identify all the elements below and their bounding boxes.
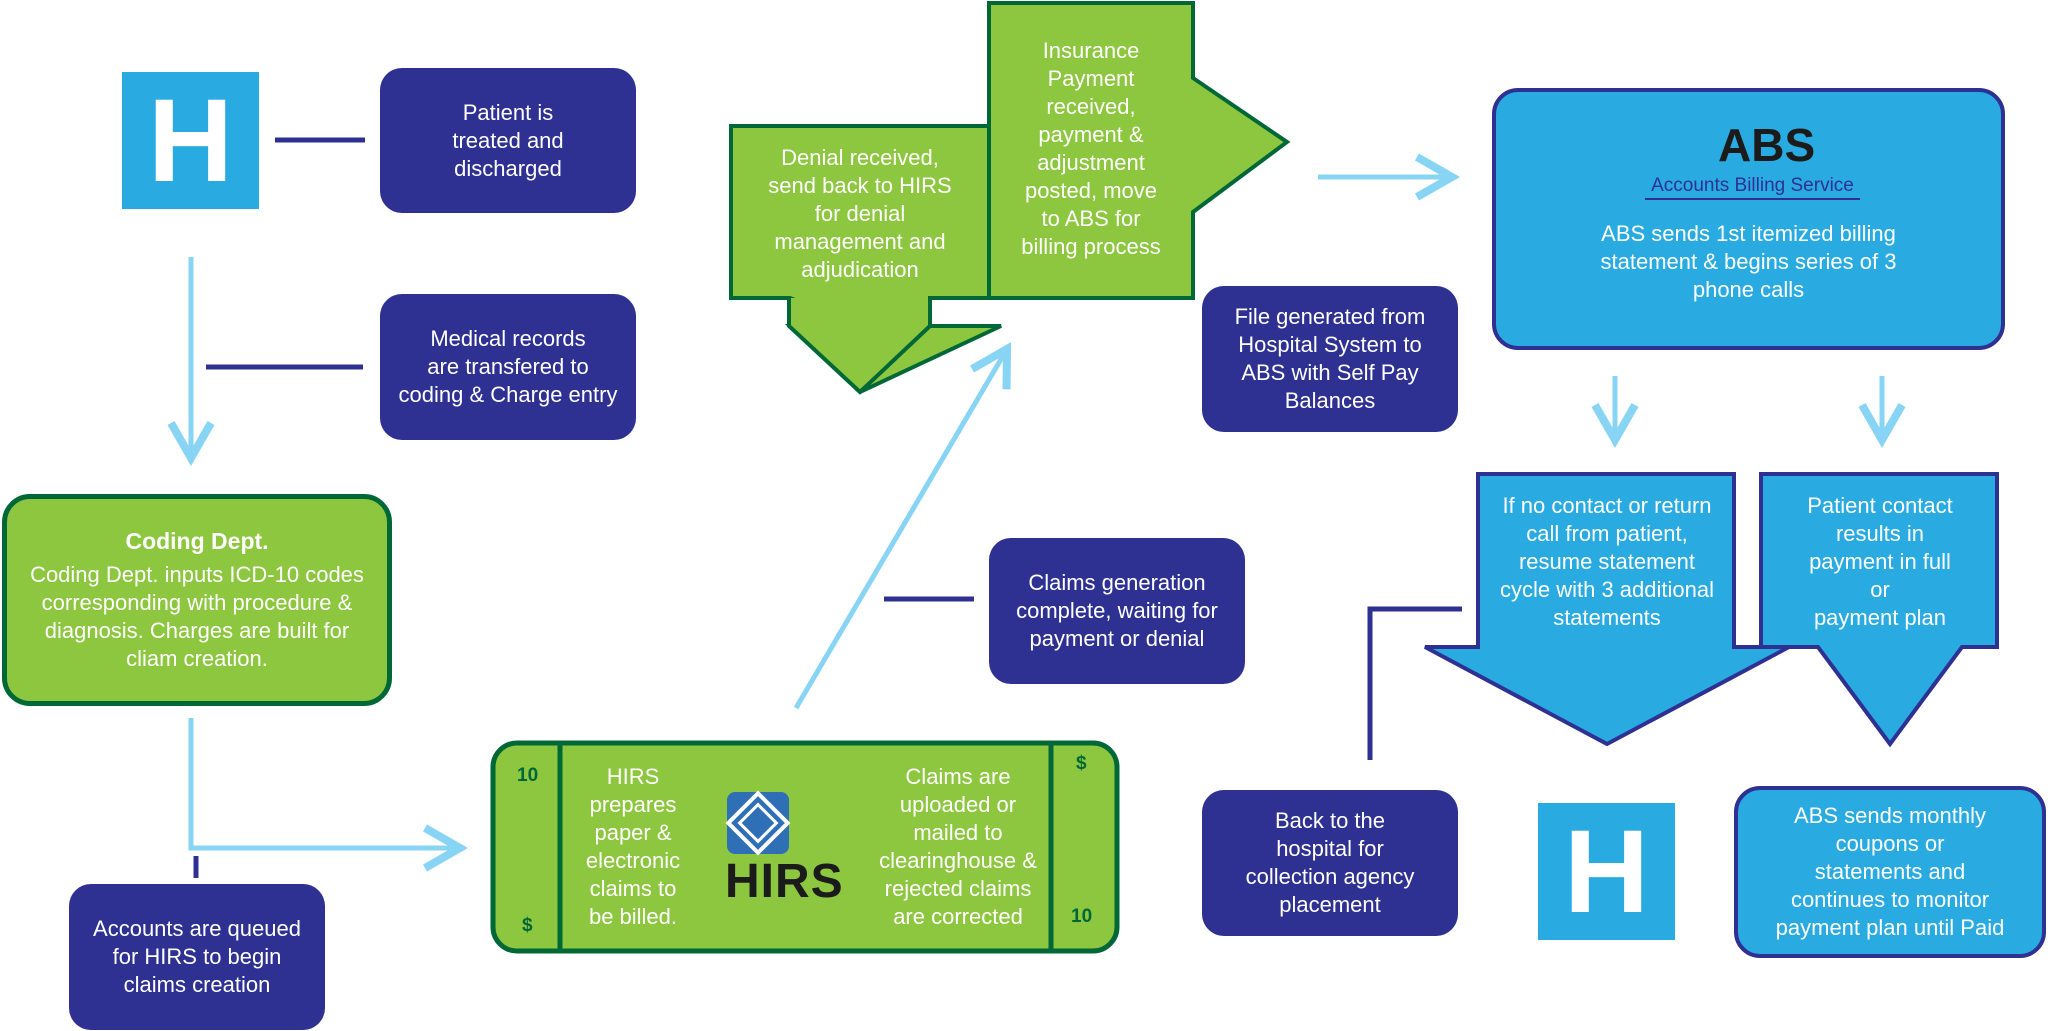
coding-dept-title: Coding Dept. [125, 528, 269, 554]
denial-arrow-head [788, 298, 931, 392]
bill-corner-bottom-right: 10 [1071, 906, 1093, 927]
arrow-coding-to-hirs [188, 718, 469, 872]
accounts-queued-box: Accounts are queued for HIRS to begin cl… [69, 884, 325, 1030]
insurance-arrow-shape [987, 1, 1291, 300]
file-generated-box: File generated from Hospital System to A… [1202, 286, 1458, 432]
arrow-hirs-to-insurance [793, 342, 1012, 710]
coding-dept-box: Coding Dept. Coding Dept. inputs ICD-10 … [2, 494, 392, 706]
patient-contact-text: Patient contact results in payment in fu… [1807, 493, 1953, 630]
hirs-diamond-icon [725, 790, 791, 856]
hirs-logo-text: HIRS [725, 855, 844, 908]
coding-dept-text: Coding Dept. inputs ICD-10 codes corresp… [30, 562, 364, 671]
claims-generation-box: Claims generation complete, waiting for … [989, 538, 1245, 684]
insurance-payment-text: Insurance Payment received, payment & ad… [1021, 38, 1161, 259]
abs-monthly-box: ABS sends monthly coupons or statements … [1734, 786, 2046, 958]
hirs-bill-shape [490, 740, 1120, 954]
hirs-prepares-text: HIRS prepares paper & electronic claims … [585, 764, 681, 929]
patient-contact-arrow-shape [1759, 472, 1999, 748]
abs-statement-text: ABS sends 1st itemized billing statement… [1600, 221, 1897, 302]
no-contact-text: If no contact or return call from patien… [1499, 493, 1714, 630]
bill-corner-top-left: 10 [517, 765, 539, 786]
connector-back-to-hospital [1367, 606, 1462, 760]
hospital-icon-collection: H [1538, 803, 1675, 940]
abs-logo-tagline: Accounts Billing Service [1645, 176, 1860, 200]
denial-received-text: Denial received, send back to HIRS for d… [768, 145, 952, 282]
abs-logo-text: ABS [1718, 119, 1816, 171]
claims-uploaded-text: Claims are uploaded or mailed to clearin… [879, 764, 1037, 929]
back-to-hospital-box: Back to the hospital for collection agen… [1202, 790, 1458, 936]
hospital-icon: H [122, 72, 259, 209]
bill-corner-bottom-left: $ [522, 915, 533, 936]
medical-records-box: Medical records are transfered to coding… [380, 294, 636, 440]
patient-treated-box: Patient is treated and discharged [380, 68, 636, 213]
abs-logo: ABS Accounts Billing Service [1640, 104, 1860, 210]
hospital-letter: H [1563, 805, 1650, 938]
abs-box: ABS sends 1st itemized billing statement… [1492, 88, 2005, 350]
bill-corner-top-right: $ [1076, 753, 1087, 774]
hospital-letter: H [147, 74, 234, 207]
no-contact-arrow-shape [1424, 472, 1790, 747]
